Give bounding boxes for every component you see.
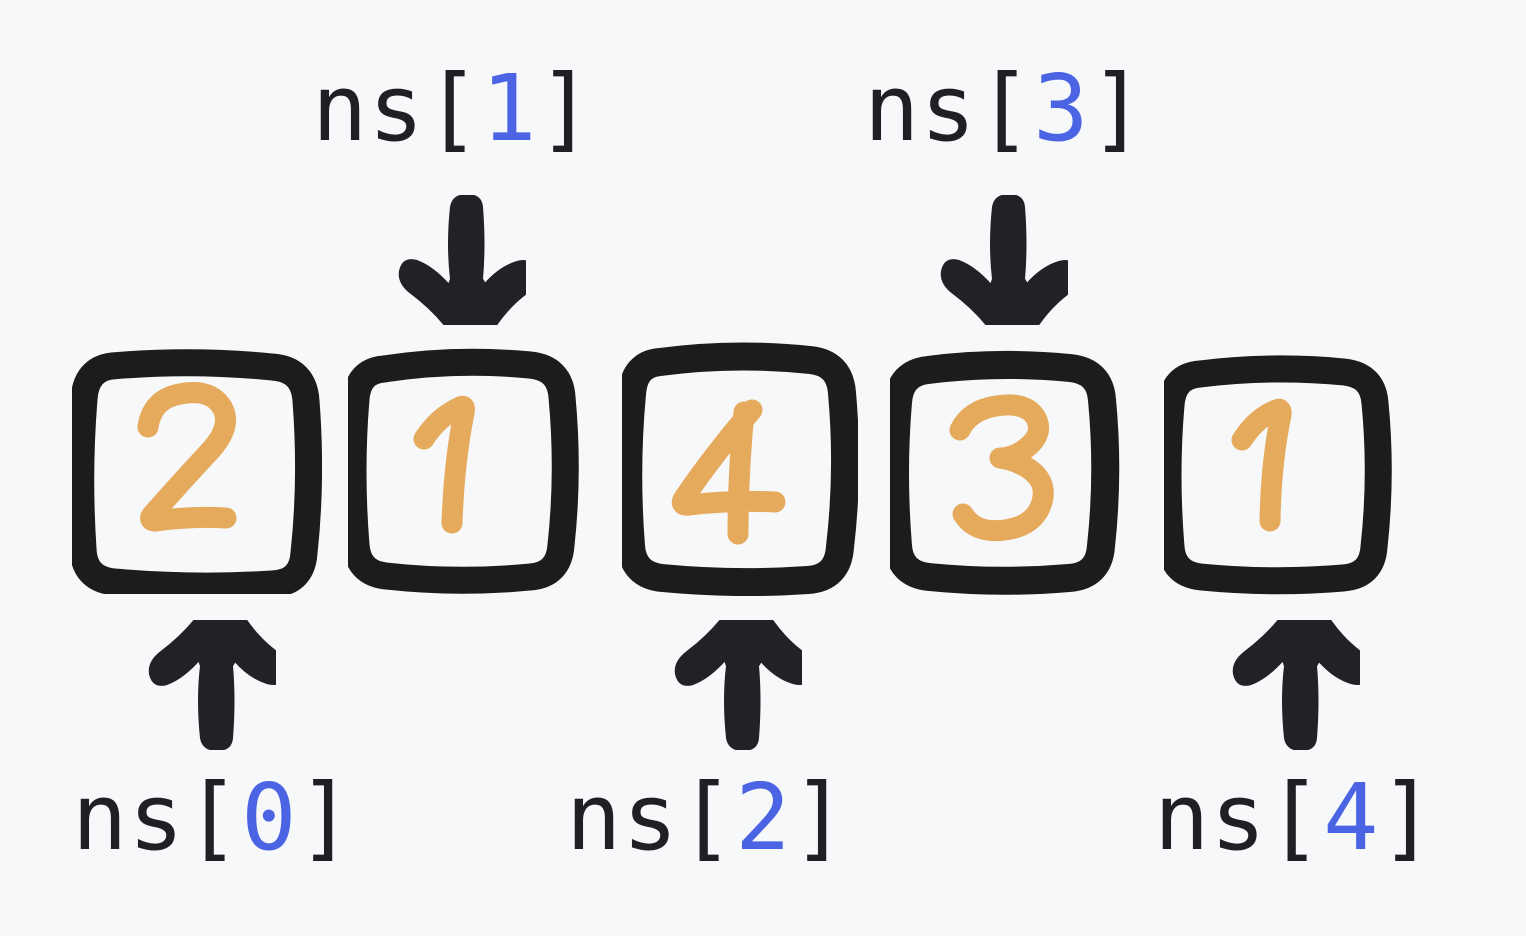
array-cell-1[interactable] [348,344,580,594]
label-prefix: ns[ [566,764,736,871]
label-suffix: ] [791,764,848,871]
label-ns-0: ns[0] [72,772,354,864]
array-cell-2[interactable] [622,340,858,596]
label-ns-1: ns[1] [312,63,594,155]
label-prefix: ns[ [312,55,482,162]
label-prefix: ns[ [1154,764,1324,871]
label-prefix: ns[ [72,764,242,871]
label-index: 1 [481,55,538,162]
label-suffix: ] [1089,55,1146,162]
label-index: 2 [735,764,792,871]
label-suffix: ] [1379,764,1436,871]
label-index: 0 [241,764,298,871]
up-arrow-from-cell-4 [1232,620,1360,750]
label-suffix: ] [297,764,354,871]
array-cell-4[interactable] [1164,352,1392,596]
up-arrow-from-cell-0 [148,620,276,750]
up-arrow-from-cell-2 [674,620,802,750]
label-ns-4: ns[4] [1154,772,1436,864]
array-cell-3[interactable] [890,348,1120,596]
label-index: 4 [1323,764,1380,871]
label-ns-3: ns[3] [864,63,1146,155]
array-cell-0[interactable] [72,344,322,594]
label-index: 3 [1033,55,1090,162]
down-arrow-to-cell-1 [398,195,526,325]
down-arrow-to-cell-3 [940,195,1068,325]
label-prefix: ns[ [864,55,1034,162]
label-ns-2: ns[2] [566,772,848,864]
label-suffix: ] [537,55,594,162]
